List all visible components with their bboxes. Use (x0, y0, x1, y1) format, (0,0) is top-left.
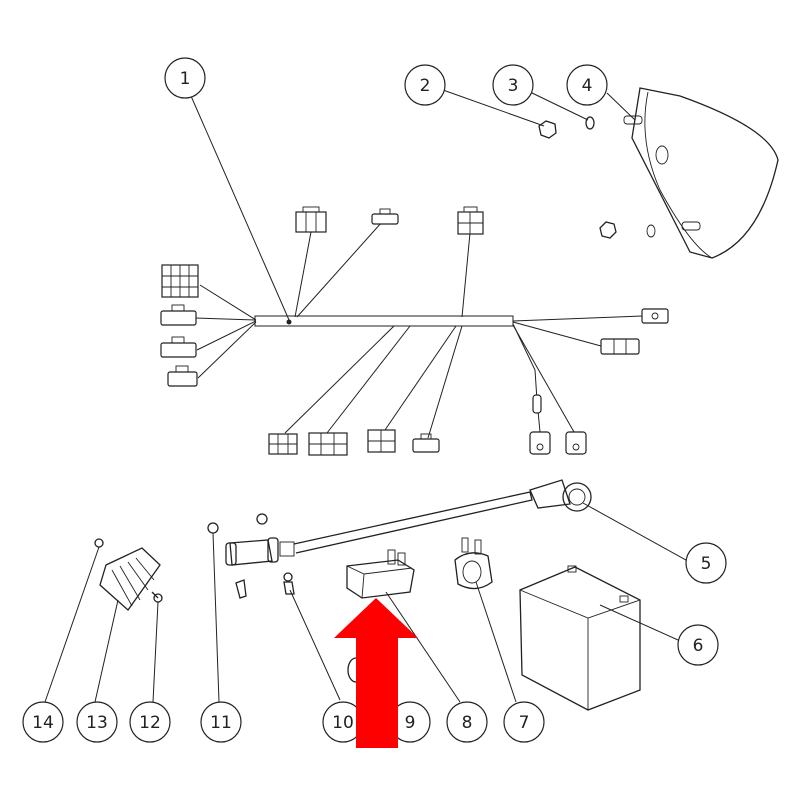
washer-part-14 (94, 538, 104, 548)
callout-8: 8 (446, 701, 488, 743)
bolt-part-12 (151, 591, 163, 603)
headlight-assembly (599, 87, 779, 259)
callout-3: 3 (492, 64, 534, 106)
connector-bottom-2 (308, 432, 348, 456)
callout-5: 5 (685, 542, 727, 584)
connector-left-large (161, 264, 199, 298)
connector-right-1 (641, 308, 669, 324)
highlight-arrow-icon (334, 598, 418, 748)
bolt-small-1 (235, 513, 268, 599)
nut-part-2 (538, 120, 557, 139)
svg-text:9: 9 (405, 713, 416, 733)
ignition-coil (225, 479, 592, 566)
leader-lines (44, 89, 687, 703)
callout-11: 11 (200, 701, 242, 743)
svg-text:14: 14 (32, 713, 54, 733)
connector-top-3 (457, 206, 484, 235)
callout-13: 13 (76, 701, 118, 743)
callout-7: 7 (503, 701, 545, 743)
sensor-part-7 (454, 537, 493, 590)
svg-text:4: 4 (582, 76, 593, 96)
svg-text:1: 1 (180, 69, 191, 89)
callout-6: 6 (677, 624, 719, 666)
callout-4: 4 (566, 64, 608, 106)
svg-text:3: 3 (508, 76, 519, 96)
svg-text:11: 11 (210, 713, 232, 733)
svg-text:5: 5 (701, 554, 712, 574)
callout-1: 1 (164, 57, 206, 99)
connector-bottom-6 (565, 431, 587, 455)
battery-part-6 (519, 565, 641, 711)
svg-text:8: 8 (462, 713, 473, 733)
connector-bottom-4 (412, 433, 440, 453)
bolt-part-10 (283, 572, 295, 595)
washer-part-11 (207, 522, 219, 534)
wiring-harness (160, 206, 669, 456)
svg-text:6: 6 (693, 636, 704, 656)
connector-left-3 (160, 336, 197, 358)
svg-text:2: 2 (420, 76, 431, 96)
regulator-part-13 (99, 547, 161, 611)
svg-text:10: 10 (332, 713, 354, 733)
callout-14: 14 (22, 701, 64, 743)
connector-bottom-3 (367, 429, 396, 453)
callout-10: 10 (322, 701, 364, 743)
connector-bottom-5 (529, 431, 551, 455)
connector-left-2 (160, 304, 197, 326)
connector-top-1 (295, 206, 327, 233)
washer-part-3 (585, 116, 595, 130)
svg-text:13: 13 (86, 713, 108, 733)
callout-12: 12 (129, 701, 171, 743)
connector-right-2 (600, 338, 640, 355)
connector-left-4 (167, 365, 198, 387)
svg-text:7: 7 (519, 713, 530, 733)
svg-text:12: 12 (139, 713, 161, 733)
callout-2: 2 (404, 64, 446, 106)
connector-bottom-1 (268, 433, 298, 455)
connector-top-2 (371, 208, 399, 225)
